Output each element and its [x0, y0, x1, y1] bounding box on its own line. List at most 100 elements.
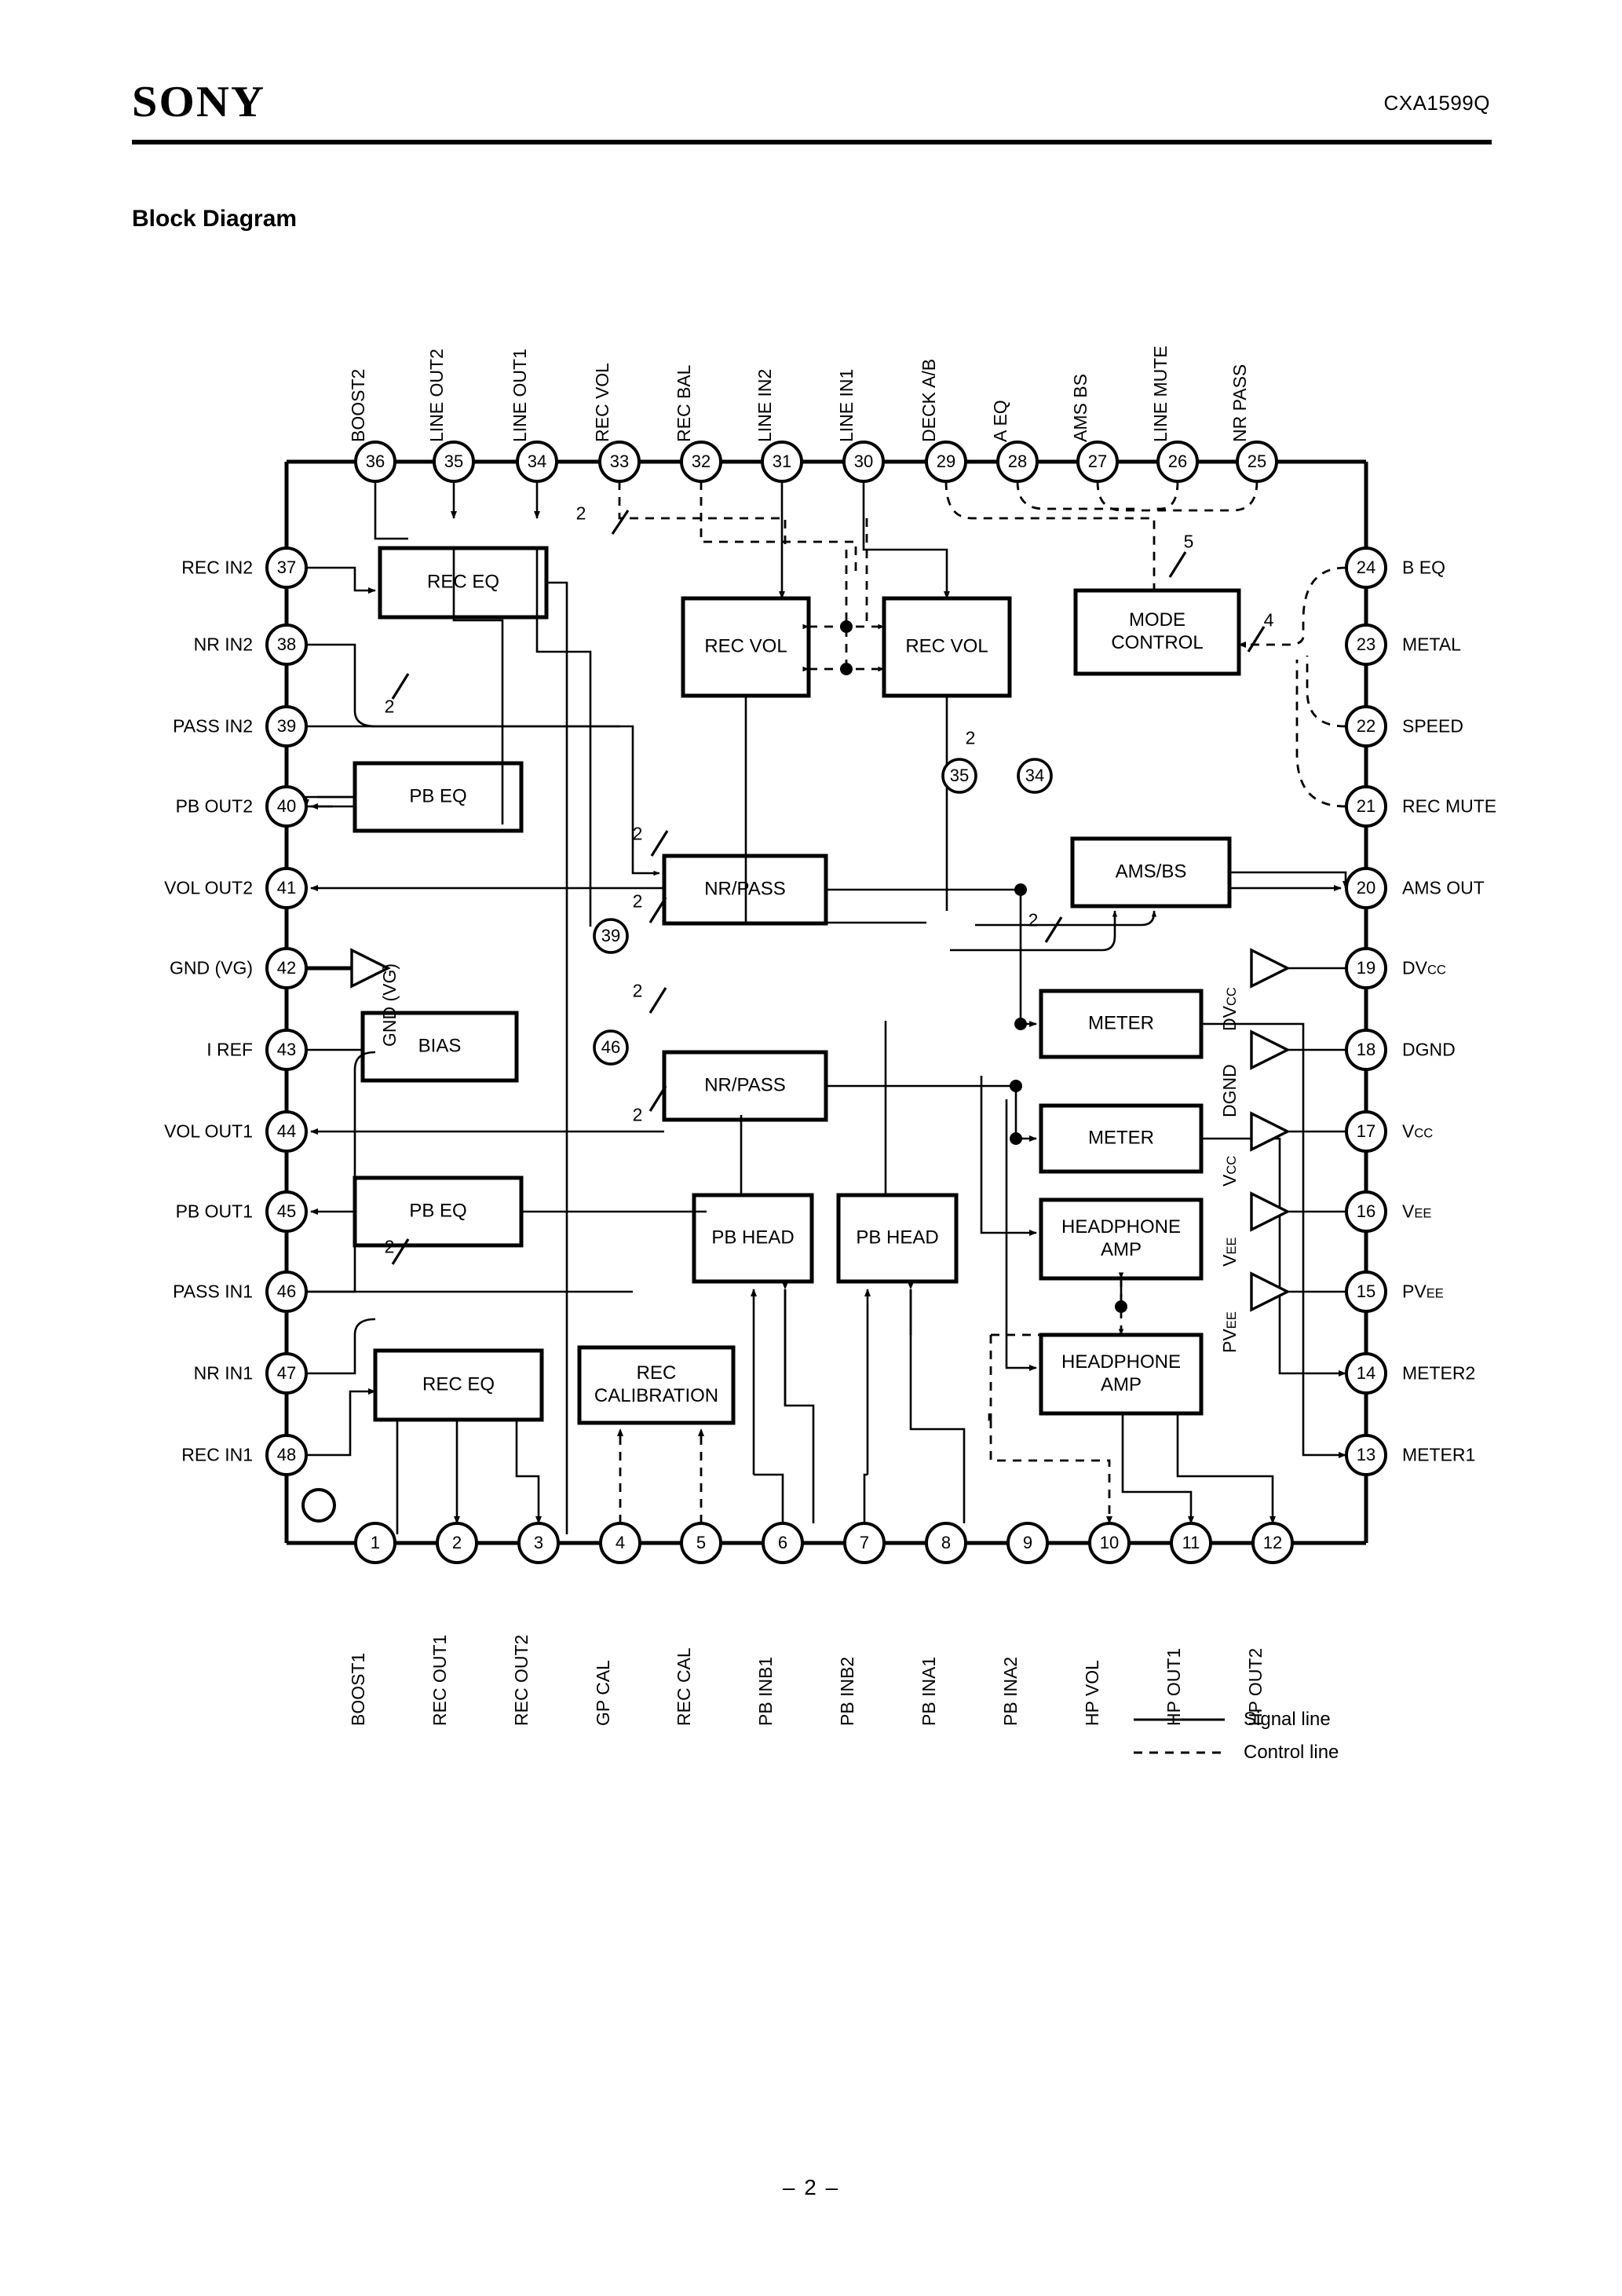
block-bias: BIAS	[418, 1035, 462, 1057]
pin-number-6: 6	[777, 1533, 788, 1552]
pin-label-bottom-11: HP OUT1	[1164, 1647, 1184, 1726]
legend-signal-line-label: Signal line	[1244, 1709, 1331, 1730]
pin-label-bottom-4: GP CAL	[593, 1660, 613, 1726]
pin-number-28: 28	[1007, 452, 1028, 471]
bus-width-marker-h: 2	[1028, 909, 1039, 930]
block-headphone-amp-1: HEADPHONE AMP	[1061, 1216, 1182, 1260]
block-nr-pass-1: NR/PASS	[704, 1074, 786, 1096]
block-mode-control: MODE CONTROL	[1111, 609, 1204, 653]
pin-label-bottom-9: PB INA2	[1000, 1656, 1021, 1726]
pin-label-left-38: NR IN2	[193, 634, 253, 655]
pin-number-43: 43	[276, 1040, 297, 1059]
pin-number-39: 39	[276, 716, 297, 736]
pin-number-48: 48	[276, 1445, 297, 1464]
left-pin-circles	[265, 547, 308, 1476]
reference-marker-39: 39	[601, 926, 621, 945]
pin-number-47: 47	[276, 1363, 297, 1383]
pin-label-right-16: VEE	[1402, 1201, 1432, 1222]
block-rec-vol-left: REC VOL	[704, 635, 787, 657]
pin-number-19: 19	[1356, 958, 1376, 978]
block-pb-head-1: PB HEAD	[711, 1227, 795, 1249]
pin-label-right-18: DGND	[1402, 1039, 1456, 1060]
pin-number-5: 5	[696, 1533, 707, 1552]
control-junction-dots	[840, 620, 1127, 1313]
pin-number-40: 40	[276, 796, 297, 816]
pvee-rail-label: PVEE	[1219, 1311, 1240, 1353]
bus-width-marker-e: 2	[632, 980, 643, 1001]
bus-width-marker-rec-vol-out: 2	[965, 727, 976, 748]
bus-width-marker-j: 4	[1263, 609, 1274, 631]
block-rec-eq-2: REC EQ	[426, 571, 500, 593]
vee-rail-label: VEE	[1219, 1237, 1240, 1267]
pin-label-bottom-8: PB INA1	[919, 1656, 939, 1726]
reference-marker-34: 34	[1025, 766, 1045, 785]
pin-number-13: 13	[1356, 1445, 1376, 1464]
pin-number-35: 35	[444, 452, 464, 471]
pin-number-22: 22	[1356, 716, 1376, 736]
pin-number-11: 11	[1182, 1533, 1200, 1552]
power-buffer-triangles	[350, 948, 1291, 1312]
pin-label-left-48: REC IN1	[181, 1444, 253, 1465]
gnd-vg-buffer-label: GND (VG)	[379, 963, 400, 1047]
pin-label-left-43: I REF	[206, 1039, 253, 1060]
pin-number-25: 25	[1247, 452, 1267, 471]
pin-label-right-17: VCC	[1402, 1121, 1434, 1142]
pin-label-top-28: A EQ	[990, 400, 1010, 442]
pin-label-bottom-5: REC CAL	[674, 1647, 694, 1726]
pin-number-1: 1	[370, 1533, 381, 1552]
bus-width-marker-i: 5	[1183, 531, 1194, 552]
pin-label-left-37: REC IN2	[181, 557, 253, 578]
bus-width-marker-d: 2	[632, 890, 643, 912]
block-meter-upper: METER	[1088, 1012, 1154, 1034]
pin-number-36: 36	[365, 452, 385, 471]
block-meter-lower: METER	[1088, 1127, 1154, 1149]
pin-label-top-36: BOOST2	[348, 368, 368, 442]
pin-label-left-42: GND (VG)	[169, 957, 253, 978]
pin-label-top-31: LINE IN2	[754, 368, 775, 442]
pin-number-34: 34	[527, 452, 547, 471]
pin-label-bottom-1: BOOST1	[348, 1652, 368, 1726]
pin-number-46: 46	[276, 1281, 297, 1301]
pin-label-top-25: NR PASS	[1229, 364, 1250, 442]
top-pin-circles	[354, 441, 1278, 483]
pin-number-3: 3	[533, 1533, 544, 1552]
pin-number-21: 21	[1356, 796, 1376, 816]
block-ams-bs: AMS/BS	[1115, 861, 1187, 883]
signal-lines	[303, 481, 1349, 1534]
pin-label-top-29: DECK A/B	[919, 358, 939, 442]
block-rec-vol-right: REC VOL	[905, 635, 988, 657]
pin-label-top-32: REC BAL	[674, 364, 694, 442]
bottom-pin-circles	[354, 1522, 1294, 1564]
pin-label-right-22: SPEED	[1402, 715, 1463, 737]
functional-blocks	[353, 546, 1241, 1425]
pin-number-32: 32	[691, 452, 711, 471]
package-index-dot	[301, 1488, 336, 1523]
pin-label-right-23: METAL	[1402, 634, 1461, 655]
block-pb-eq-2: PB EQ	[409, 785, 467, 807]
block-pb-head-2: PB HEAD	[856, 1227, 939, 1249]
legend-lines	[1134, 1718, 1225, 1754]
pin-number-24: 24	[1356, 558, 1376, 577]
pin-label-top-30: LINE IN1	[836, 368, 857, 442]
pin-number-4: 4	[615, 1533, 626, 1552]
pin-label-left-45: PB OUT1	[175, 1201, 253, 1222]
part-number: CXA1599Q	[1383, 91, 1490, 115]
pin-number-27: 27	[1087, 452, 1108, 471]
pin-number-16: 16	[1356, 1201, 1376, 1221]
pin-label-bottom-2: REC OUT1	[429, 1634, 450, 1726]
bus-width-marker-a: 2	[575, 503, 586, 524]
pin-number-15: 15	[1356, 1281, 1376, 1301]
pin-label-right-14: METER2	[1402, 1362, 1476, 1384]
pin-number-29: 29	[936, 452, 956, 471]
block-headphone-amp-2: HEADPHONE AMP	[1061, 1351, 1182, 1395]
pin-number-14: 14	[1356, 1363, 1376, 1383]
pin-label-bottom-3: REC OUT2	[511, 1634, 532, 1726]
pin-label-left-39: PASS IN2	[173, 715, 253, 737]
pin-number-38: 38	[276, 634, 297, 654]
bus-width-marker-c: 2	[632, 823, 643, 844]
pin-number-23: 23	[1356, 634, 1376, 654]
block-pb-eq-1: PB EQ	[409, 1200, 467, 1222]
pin-label-left-41: VOL OUT2	[164, 877, 253, 898]
